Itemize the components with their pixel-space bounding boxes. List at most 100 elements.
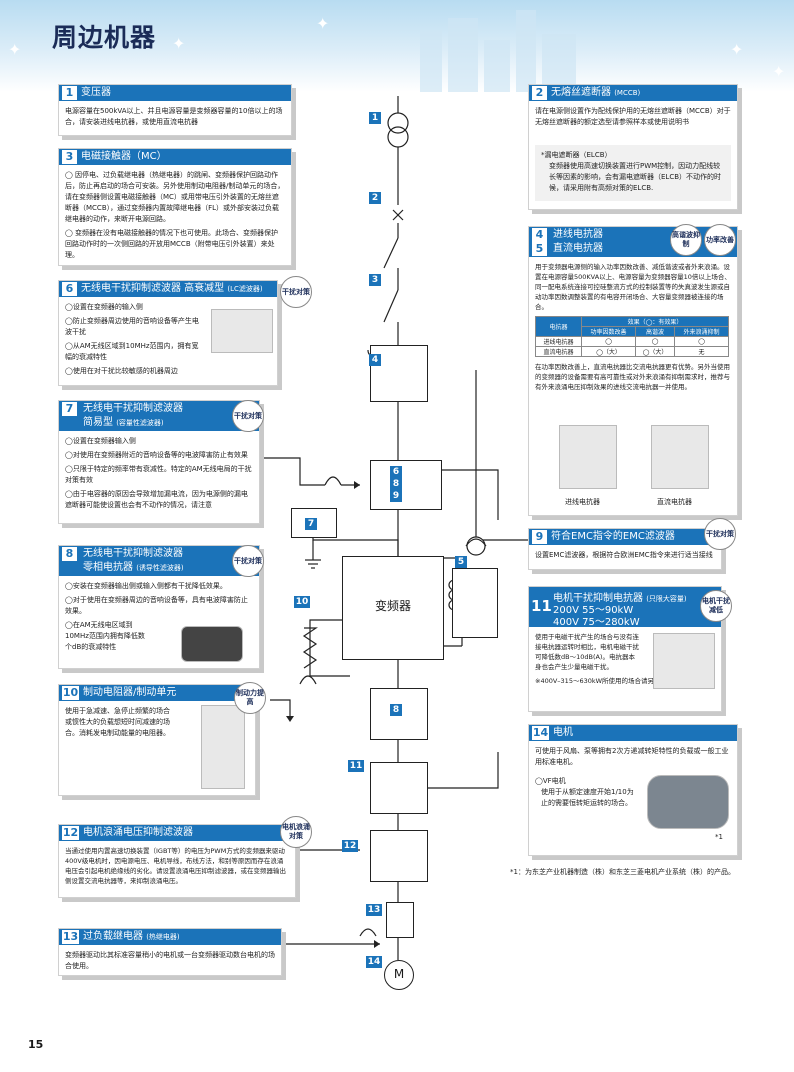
diagram-marker-8: 8	[390, 478, 402, 490]
diagram-marker-14: 14	[366, 956, 382, 968]
motor-photo	[647, 775, 729, 829]
photo-caption: 直流电抗器	[657, 498, 692, 506]
diagram-marker-13: 13	[366, 904, 382, 916]
table-header: 外来浪涌抑制	[674, 326, 729, 337]
note-title: *漏电遮断器（ELCB）	[541, 151, 612, 159]
section-mccb: 2 无熔丝遮断器 (MCCB) 请在电源侧设置作为配线保护用的无熔丝遮断器（MCC…	[528, 84, 738, 210]
section-subtitle: (MCCB)	[614, 89, 641, 97]
lc-filter-photo	[211, 309, 273, 353]
building-decor	[484, 40, 510, 92]
section-number: 1	[62, 86, 77, 100]
star-icon: ✦	[8, 40, 22, 59]
section-title: 进线电抗器	[553, 229, 603, 240]
badge-motor-noise: 电机干扰减低	[700, 590, 732, 622]
diagram-marker-8b: 8	[390, 704, 402, 716]
effects-table: 电抗器效果（◯：有效果） 功率因数改善高谐波外来浪涌抑制 进线电抗器◯◯◯ 直流…	[534, 316, 729, 357]
section-paragraph: ◯ 因停电、过负载继电器（热继电器）的跳闸、变频器保护回路动作后，防止再启动的场…	[65, 171, 285, 223]
section-subtitle: (LC滤波器)	[227, 285, 263, 293]
diagram-marker-2: 2	[369, 192, 381, 204]
section-subtitle: (容量性滤波器)	[116, 419, 164, 427]
dc-reactor-photo	[651, 425, 709, 489]
section-title: 直流电抗器	[553, 243, 603, 254]
section-number: 12	[62, 826, 79, 840]
footnote: *1：为东芝产业机器制造（株）和东芝三菱电机产业系统（株）的产品。	[510, 868, 735, 876]
motor-mark: *1	[715, 833, 723, 841]
section-title: 200V 55～90kW	[553, 605, 634, 616]
page-title: 周边机器	[52, 23, 157, 52]
motor-reactor-block-11	[370, 762, 428, 814]
section-title: 电机干扰抑制电抗器	[553, 593, 643, 604]
section-title: 制动电阻器/制动单元	[83, 687, 177, 698]
badge-noise: 干扰对策	[704, 518, 736, 550]
badge-noise: 干扰对策	[232, 400, 264, 432]
badge-surge: 电机浪涌对策	[280, 816, 312, 848]
list-item: ◯只限于特定的频率带有衰减性。特定的AM无线电局的干扰对策有效	[65, 465, 252, 484]
badge-harmonic: 高谐波抑制	[670, 224, 702, 256]
list-item: ◯在AM无线电区域到10MHz范围内拥有降低数个dB的衰减特性	[65, 621, 145, 651]
section-subtitle: (热继电器)	[146, 933, 180, 941]
table-row: 直流电抗器◯（大）◯（大）无	[534, 346, 729, 357]
section-text: 请在电源侧设置作为配线保护用的无熔丝遮断器（MCCB）对于无熔丝遮断器的额定选型…	[535, 107, 731, 126]
badge-power-factor: 功率改善	[704, 224, 736, 256]
table-header: 功率因数改善	[581, 326, 636, 337]
section-title: 无熔丝遮断器	[551, 87, 611, 98]
section-header: 11 电机干扰抑制电抗器 (只限大容量) 200V 55～90kW 400V 7…	[529, 587, 721, 628]
section-title: 符合EMC指令的EMC滤波器	[551, 531, 675, 542]
section-number: 4	[532, 228, 547, 242]
section-title: 无线电干扰抑制滤波器	[83, 548, 183, 559]
diagram-marker-9: 9	[390, 490, 402, 502]
section-title: 变压器	[81, 87, 111, 98]
section-note: ※400V–315～630kW所使用的场合请另行商谈	[535, 677, 674, 685]
table-cell: ◯	[634, 336, 676, 347]
table-row: 进线电抗器◯◯◯	[534, 336, 729, 347]
diagram-marker-12: 12	[342, 840, 358, 852]
badge-noise: 干扰对策	[232, 545, 264, 577]
diagram-marker-6: 6	[390, 466, 402, 478]
dc-reactor-block-5	[452, 568, 498, 638]
surge-filter-block-12	[370, 830, 428, 882]
building-decor	[448, 18, 478, 92]
section-number: 14	[532, 726, 549, 740]
list-item: ◯由于电容器的原因会导致增加漏电流，因为电源侧的漏电遮断器可能使设置也会有不动作…	[65, 490, 248, 509]
star-icon: ✦	[772, 62, 786, 81]
building-decor	[516, 10, 536, 92]
section-motor-noise-reactor: 11 电机干扰抑制电抗器 (只限大容量) 200V 55～90kW 400V 7…	[528, 586, 722, 712]
section-header: 2 无熔丝遮断器 (MCCB)	[529, 85, 737, 101]
list-item: ◯设置在变频器输入侧	[65, 437, 136, 445]
list-item: ◯从AM无线区域到10MHz范围内，拥有宽幅的衰减特性	[65, 342, 199, 361]
list-item: ◯设置在变频器的输入侧	[65, 303, 143, 311]
table-cell: 直流电抗器	[534, 346, 583, 357]
section-number: 11	[531, 597, 552, 615]
diagram-marker-11: 11	[348, 760, 364, 772]
badge-braking: 制动力提高	[234, 682, 266, 714]
list-item: ◯使用在对干扰比较敏感的机器周边	[65, 367, 178, 375]
list-item-title: ◯VF电机	[535, 777, 566, 785]
section-number: 2	[532, 86, 547, 100]
section-text: 在功率因数改善上，直流电抗器比交流电抗器更有优势。另外当使用的变频器的设备需要有…	[535, 363, 730, 391]
diagram-marker-3: 3	[369, 274, 381, 286]
section-number: 7	[62, 402, 77, 416]
list-item: ◯安装在变频器输出侧或输入侧都有干扰降低效果。	[65, 582, 227, 590]
section-number: 8	[62, 547, 77, 561]
badge-noise: 干扰对策	[280, 276, 312, 308]
photo-caption: 进线电抗器	[565, 498, 600, 506]
motor-symbol: M	[384, 960, 414, 990]
inverter-label: 变频器	[374, 599, 411, 613]
section-text: 当通过使用内置高速切换装置（IGBT等）的电压为PWM方式的变频器来驱动400V…	[65, 847, 286, 885]
section-text: 设置EMC滤波器，根据符合欧洲EMC指令来进行适当接线	[535, 551, 713, 559]
section-number: 5	[532, 242, 547, 256]
